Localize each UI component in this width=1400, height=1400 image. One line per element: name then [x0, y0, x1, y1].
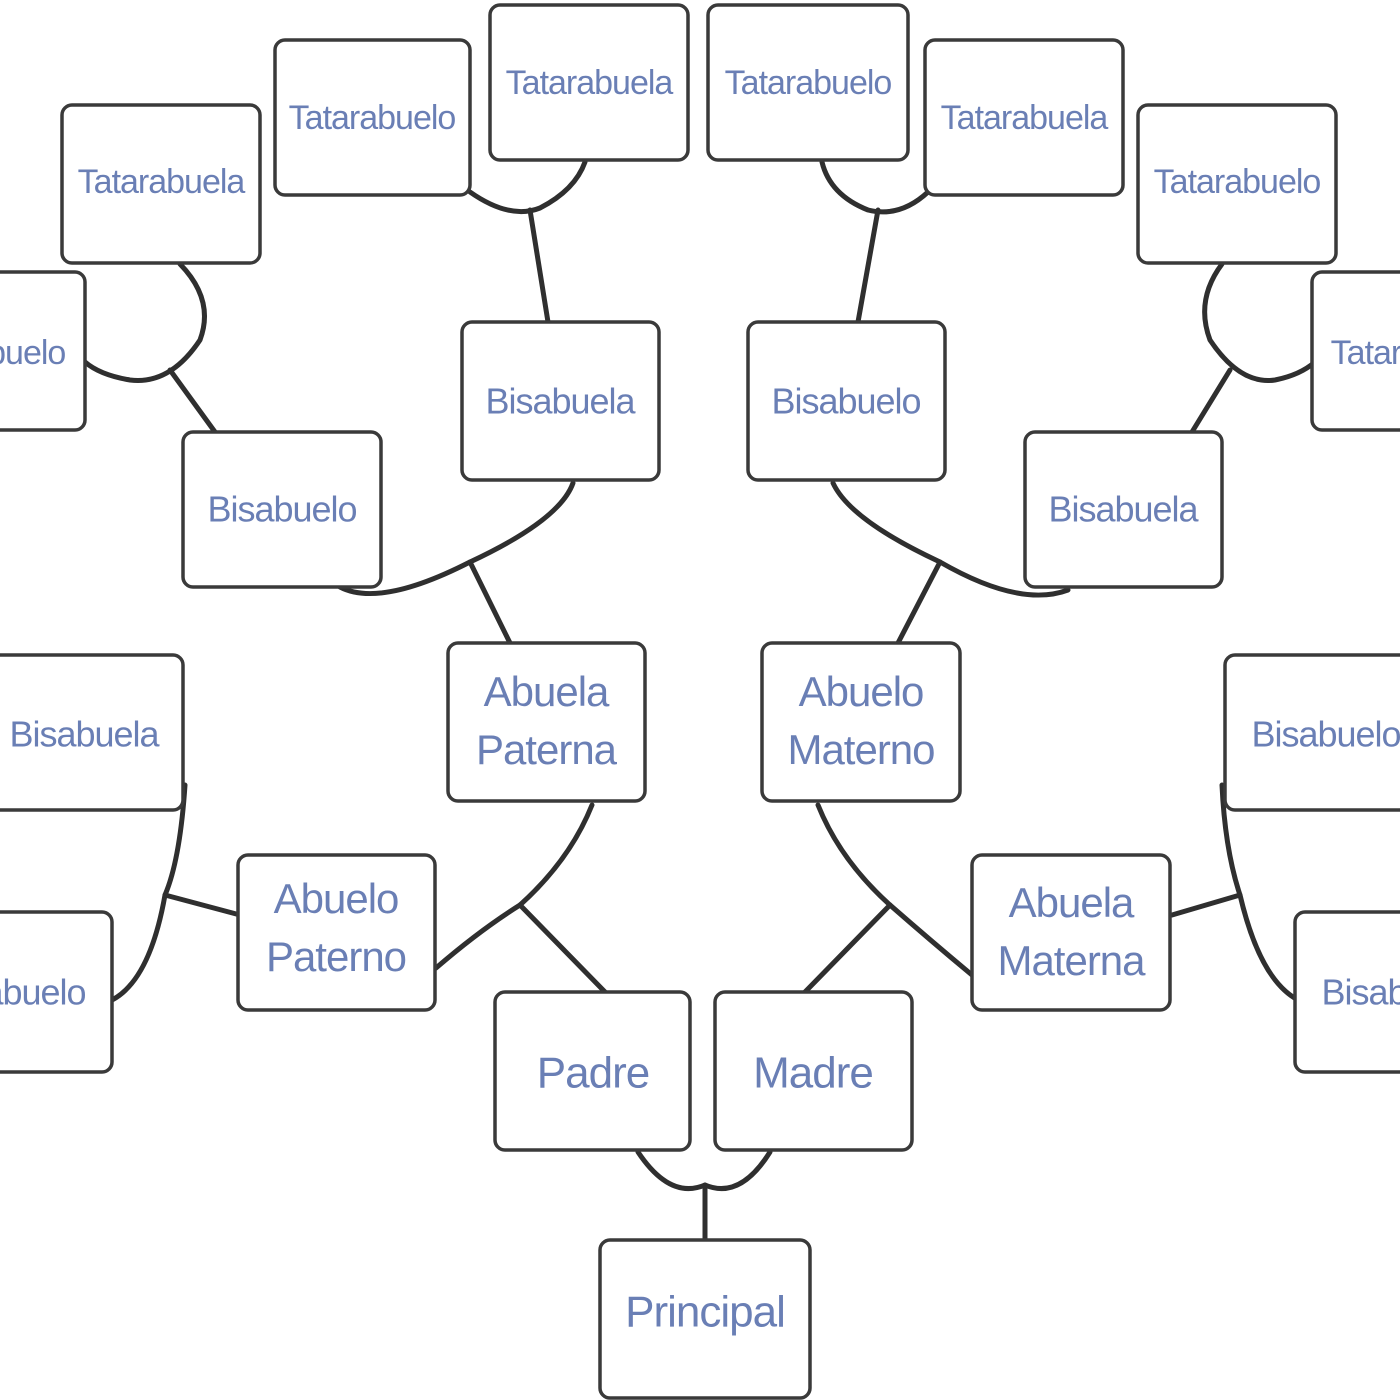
- node-bisabuela-ma: Bisabuela: [1023, 430, 1224, 589]
- node-label: Abuelo: [799, 668, 924, 715]
- node-label: Bisabuelo: [207, 489, 356, 530]
- node-label: Padre: [537, 1049, 649, 1098]
- node-tatarabuelo-5: Tatarabuelo: [706, 3, 910, 162]
- node-label: Bisabuela: [485, 381, 636, 422]
- node-bisabuelo-pa: Bisabuelo: [181, 430, 383, 589]
- node-label: Bisabuelo: [1251, 714, 1400, 755]
- node-bisabuelo-mm: Bisabuelo: [1223, 653, 1400, 812]
- node-abuelo-paterno: Abuelo Paterno: [236, 853, 437, 1012]
- node-padre: Padre: [493, 990, 692, 1152]
- node-bisabuela-pa: Bisabuela: [460, 320, 661, 482]
- node-label: Madre: [753, 1049, 873, 1098]
- node-label: Tatarabuela: [1331, 334, 1400, 372]
- node-label: Paterna: [476, 726, 618, 773]
- node-principal: Principal: [598, 1238, 812, 1400]
- connectors: [82, 159, 1318, 1243]
- node-label: Paterno: [266, 933, 406, 980]
- node-label: Abuela: [484, 668, 610, 715]
- node-label: Bisabuelo: [771, 381, 920, 422]
- node-label: Bisabuela: [1048, 489, 1199, 530]
- node-label: Materno: [787, 726, 934, 773]
- node-label: Abuelo: [274, 875, 399, 922]
- node-label: Bisabuelo: [0, 972, 86, 1013]
- node-label: Tatarabuela: [941, 99, 1109, 137]
- node-label: Abuela: [1009, 879, 1135, 926]
- node-tatarabuela-4: Tatarabuela: [488, 3, 690, 162]
- node-label: Principal: [625, 1288, 785, 1337]
- node-label: Tatarabuela: [78, 163, 246, 201]
- node-tatarabuelo-3: Tatarabuelo: [273, 38, 472, 197]
- node-label: Materna: [997, 937, 1146, 984]
- node-bisabuelo-ma: Bisabuelo: [746, 320, 947, 482]
- node-bisabuela-pp: Bisabuela: [0, 653, 185, 812]
- node-label: Tatarabuela: [506, 64, 674, 102]
- node-tatarabuela-2: Tatarabuela: [60, 103, 262, 265]
- node-tatarabuelo-1: Tatarabuelo: [0, 270, 87, 432]
- node-label: Tatarabuelo: [289, 99, 456, 137]
- node-tatarabuela-6: Tatarabuela: [923, 38, 1125, 197]
- node-label: Tatarabuelo: [1154, 163, 1321, 201]
- node-tatarabuelo-7: Tatarabuelo: [1136, 103, 1338, 265]
- node-tatarabuela-8: Tatarabuela: [1310, 270, 1400, 432]
- node-label: Tatarabuelo: [0, 334, 65, 372]
- node-abuelo-materno: Abuelo Materno: [760, 641, 962, 803]
- node-madre: Madre: [713, 990, 914, 1152]
- node-label: Bisabuela: [1321, 972, 1400, 1013]
- node-label: Tatarabuelo: [725, 64, 892, 102]
- node-label: Bisabuela: [9, 714, 160, 755]
- node-bisabuelo-pp: Bisabuelo: [0, 910, 114, 1074]
- node-abuela-materna: Abuela Materna: [970, 853, 1172, 1012]
- node-bisabuela-mm: Bisabuela: [1293, 910, 1400, 1074]
- node-abuela-paterna: Abuela Paterna: [446, 641, 647, 803]
